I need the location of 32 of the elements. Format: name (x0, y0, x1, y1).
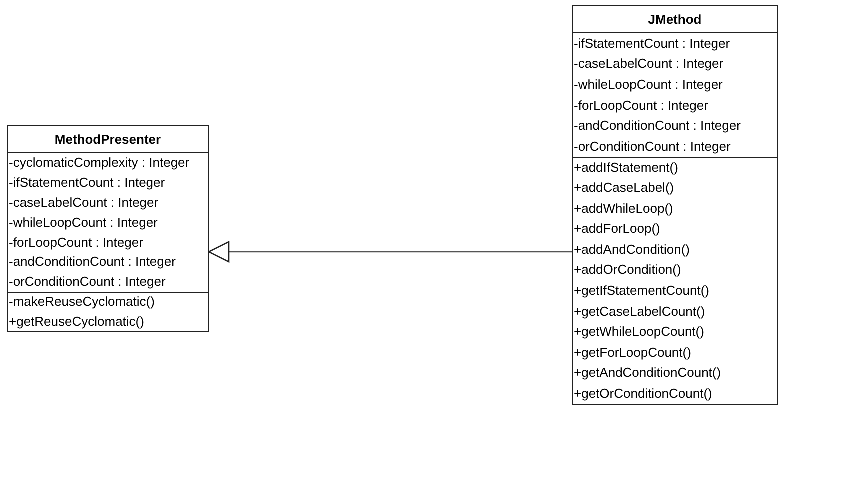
method-text: +getForLoopCount() (573, 344, 692, 362)
attribute-text: -andConditionCount : Integer (8, 253, 177, 272)
method-text: -makeReuseCyclomatic() (8, 292, 208, 312)
uml-class-box (7, 125, 209, 332)
attribute-text: -whileLoopCount : Integer (8, 214, 159, 232)
method-text: +getIfStatementCount() (573, 282, 710, 300)
attribute-text: -orConditionCount : Integer (8, 273, 167, 292)
method-text: +addForLoop() (573, 220, 662, 238)
method-text: +getAndConditionCount() (573, 364, 722, 382)
method-text: +addCaseLabel() (573, 178, 676, 197)
uml-class-box (572, 5, 778, 405)
attribute-text: -ifStatementCount : Integer (573, 34, 732, 53)
class-name: JMethod (573, 6, 777, 33)
method-text: +addIfStatement() (573, 156, 777, 178)
attribute-text: -forLoopCount : Integer (8, 234, 144, 252)
method-text: +getOrConditionCount() (573, 384, 714, 403)
attribute-text: -orConditionCount : Integer (573, 138, 732, 156)
method-text: +addOrCondition() (573, 261, 682, 280)
attribute-text: -whileLoopCount : Integer (573, 76, 724, 94)
attribute-text: -caseLabelCount : Integer (573, 55, 725, 74)
attribute-text: -andConditionCount : Integer (573, 117, 742, 136)
attribute-text: -ifStatementCount : Integer (8, 174, 166, 192)
class-name: MethodPresenter (8, 126, 208, 153)
method-text: +addAndCondition() (573, 240, 691, 259)
method-text: +getWhileLoopCount() (573, 323, 706, 342)
method-text: +getReuseCyclomatic() (8, 312, 146, 331)
attribute-text: -caseLabelCount : Integer (8, 194, 160, 212)
method-text: +addWhileLoop() (573, 200, 674, 218)
generalization-arrow (208, 241, 572, 263)
attribute-text: -forLoopCount : Integer (573, 96, 710, 115)
method-text: +getCaseLabelCount() (573, 302, 706, 321)
attribute-text: -cyclomaticComplexity : Integer (8, 154, 191, 172)
